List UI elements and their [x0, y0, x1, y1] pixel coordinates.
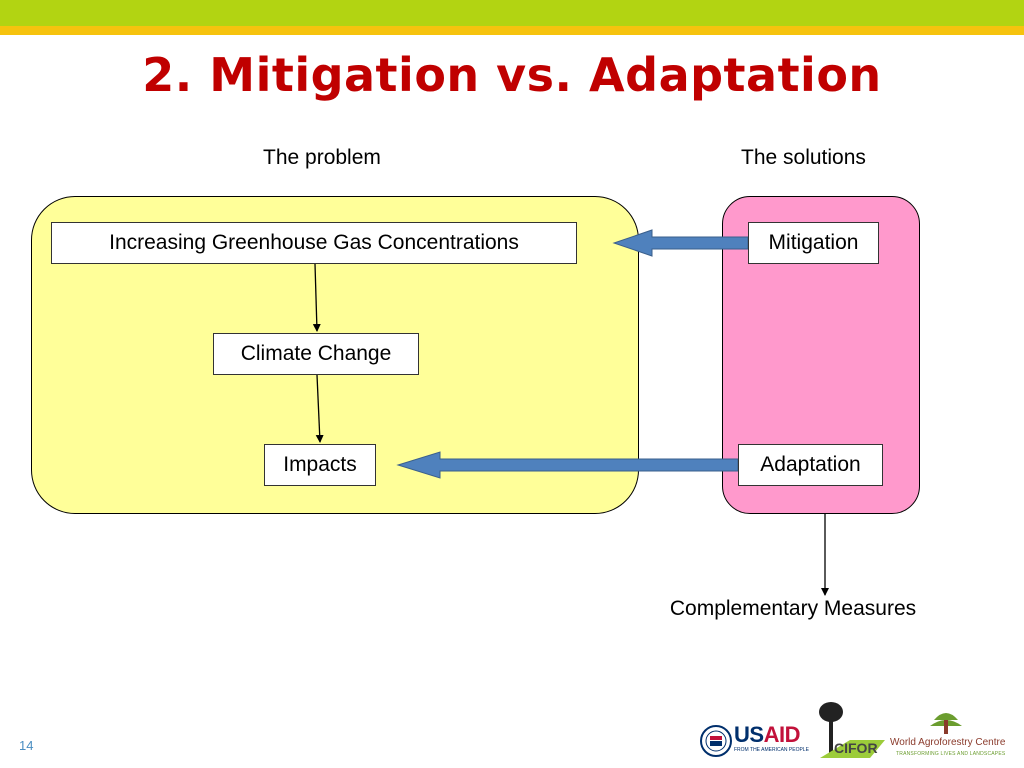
climate-to-impacts-arrow: [315, 374, 324, 443]
impacts-box: Impacts: [264, 444, 376, 486]
mitigation-label: Mitigation: [768, 231, 859, 254]
header-yellow-bar: [0, 26, 1024, 35]
icraf-logo-text: World Agroforestry Centre: [890, 737, 1006, 748]
usaid-aid: AID: [763, 722, 801, 747]
header-green-bar: [0, 0, 1024, 26]
complementary-measures-label: Complementary Measures: [669, 597, 917, 620]
climate-change-box: Climate Change: [213, 333, 419, 375]
usaid-tagline: FROM THE AMERICAN PEOPLE: [734, 747, 809, 753]
page-number: 14: [19, 738, 34, 753]
solutions-heading: The solutions: [741, 146, 866, 169]
icraf-tree-icon: [930, 713, 962, 734]
cifor-tree-icon: [819, 702, 885, 758]
slide-title: 2. Mitigation vs. Adaptation: [142, 48, 882, 102]
adaptation-box: Adaptation: [738, 444, 883, 486]
cifor-logo-text: CIFOR: [834, 740, 878, 756]
mitigation-arrow: [612, 229, 749, 257]
climate-change-label: Climate Change: [240, 342, 392, 365]
adaptation-arrow: [396, 451, 739, 479]
usaid-seal-icon: [700, 725, 732, 757]
usaid-us: US: [734, 722, 764, 747]
ghg-box: Increasing Greenhouse Gas Concentrations: [51, 222, 577, 264]
problem-heading: The problem: [263, 146, 381, 169]
logo-graphics: [700, 702, 962, 758]
usaid-logo-text: USAID: [734, 722, 800, 748]
ghg-label: Increasing Greenhouse Gas Concentrations: [109, 231, 519, 254]
mitigation-box: Mitigation: [748, 222, 879, 264]
ghg-to-climate-arrow: [312, 263, 321, 332]
adaptation-label: Adaptation: [760, 453, 861, 476]
impacts-label: Impacts: [283, 453, 357, 476]
icraf-tagline: TRANSFORMING LIVES AND LANDSCAPES: [896, 751, 1006, 757]
partner-logos: USAID FROM THE AMERICAN PEOPLE CIFOR Wor…: [700, 700, 1016, 762]
